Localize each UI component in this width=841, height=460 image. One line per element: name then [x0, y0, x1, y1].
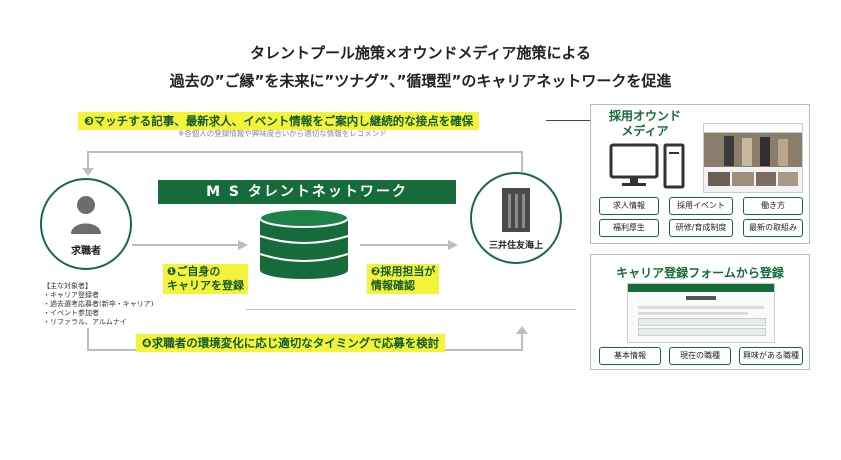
career-form-title: キャリア登録フォームから登録: [616, 266, 784, 280]
owned-media-panel: 採用オウンド メディア 求人情報 採用イベント 働き方 福利厚生 研修/育成制度…: [590, 104, 810, 244]
media-button-initiatives[interactable]: 最新の取組み: [743, 219, 803, 237]
step2-line1: ❷採用担当が: [371, 265, 436, 278]
arrow-to-company: [360, 240, 458, 250]
connector-to-media: [546, 120, 590, 121]
target-item: ・イベント参加者: [43, 309, 99, 317]
media-site-preview[interactable]: [703, 123, 803, 193]
computer-icon: [609, 143, 685, 189]
form-button-interested-role[interactable]: 興味がある職種: [739, 347, 803, 365]
target-item: ・キャリア登録者: [43, 291, 99, 299]
target-list: 【主な対象者】 ・キャリア登録者 ・過去選考応募者(新卒・キャリア) ・イベント…: [43, 282, 153, 327]
step1-line1: ❶ご自身の: [167, 265, 221, 278]
owned-media-title: 採用オウンド メディア: [597, 109, 693, 139]
arrow-to-database: [132, 240, 248, 250]
career-form-panel: キャリア登録フォームから登録 基本情報 現在の職種 興味がある職種: [590, 254, 810, 370]
media-button-jobs[interactable]: 求人情報: [599, 197, 659, 215]
bottom-message: ❹求職者の環境変化に応じ適切なタイミングで応募を検討: [136, 334, 446, 352]
owned-media-title-line1: 採用オウンド: [608, 109, 681, 123]
top-flow-arrow: [82, 151, 523, 176]
media-button-events[interactable]: 採用イベント: [669, 197, 733, 215]
media-button-workstyle[interactable]: 働き方: [743, 197, 803, 215]
media-button-training[interactable]: 研修/育成制度: [669, 219, 733, 237]
job-seeker-label: 求職者: [71, 246, 101, 257]
form-button-current-role[interactable]: 現在の職種: [669, 347, 731, 365]
database-icon: [259, 208, 349, 279]
company-label: 三井住友海上: [488, 241, 543, 251]
target-item: ・リファラル、アルムナイ: [43, 318, 127, 326]
target-list-title: 【主な対象者】: [43, 282, 92, 290]
building-icon: [502, 188, 530, 232]
media-button-benefits[interactable]: 福利厚生: [599, 219, 659, 237]
form-preview[interactable]: [627, 283, 775, 343]
person-icon: [71, 196, 101, 234]
step2-label: ❷採用担当が 情報確認: [367, 264, 440, 294]
step1-line2: キャリアを登録: [167, 279, 244, 292]
header-line1: タレントプール施策×オウンドメディア施策による: [249, 44, 592, 62]
connector-to-form: [246, 309, 576, 310]
step2-line2: 情報確認: [371, 279, 415, 292]
form-button-basic-info[interactable]: 基本情報: [599, 347, 661, 365]
job-seeker-node: 求職者: [40, 178, 132, 270]
top-message: ❸マッチする記事、最新求人、イベント情報をご案内し継続的な接点を確保: [78, 112, 480, 130]
header-line2: 過去の”ご縁”を未来に”ツナグ”、”循環型”のキャリアネットワークを促進: [169, 72, 672, 90]
target-item: ・過去選考応募者(新卒・キャリア): [43, 300, 154, 308]
top-message-note: ※各個人の登録情報や興味度合いから適切な情報をレコメンド: [178, 129, 387, 138]
talent-network-banner: M S タレントネットワーク: [158, 180, 456, 204]
step1-label: ❶ご自身の キャリアを登録: [163, 264, 248, 294]
owned-media-title-line2: メディア: [621, 124, 669, 138]
company-node: 三井住友海上: [470, 172, 562, 264]
